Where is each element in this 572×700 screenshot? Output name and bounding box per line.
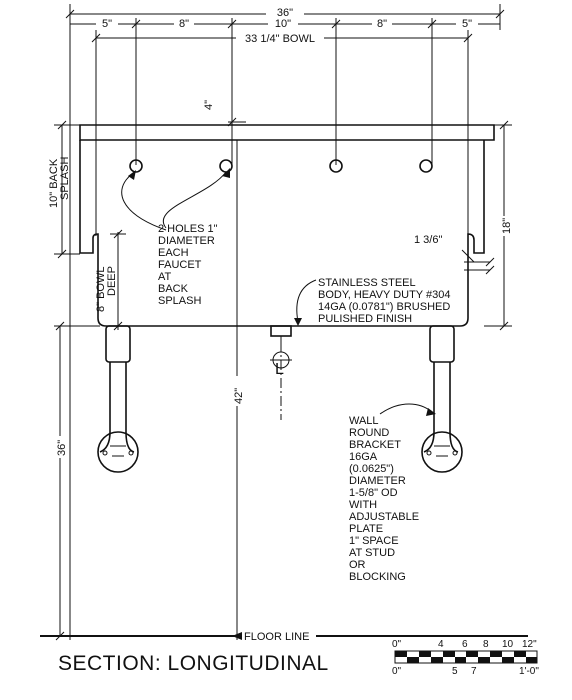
height-42-label: 42" <box>233 388 245 404</box>
bracket-note-line-2: ROUND <box>349 427 389 439</box>
faucet-hole <box>219 159 233 173</box>
faucet-hole <box>129 159 143 173</box>
bracket-note-line-14: BLOCKING <box>349 571 406 583</box>
scale-top-label: 6 <box>462 639 468 650</box>
holes-note-line-3: EACH <box>158 247 189 259</box>
seg-a-label: 5" <box>102 18 112 30</box>
bowl-width-dimension: 33 1/4" BOWL <box>91 30 473 236</box>
back-splash-label-1: 10" BACK <box>48 158 60 208</box>
scale-bottom-label: 1'-0" <box>519 666 539 677</box>
bowl-deep-label-2: DEEP <box>106 266 118 296</box>
bracket-note-line-12: AT STUD <box>349 547 395 559</box>
height-36-dimension: 36" <box>53 321 100 641</box>
seg-d-label: 8" <box>377 18 387 30</box>
bracket-note: WALL ROUND BRACKET 16GA (0.0625") DIAMET… <box>349 403 436 583</box>
seg-e-label: 5" <box>462 18 472 30</box>
height-42-dimension: 42" <box>229 140 245 640</box>
scale-bar: 0" 4 6 8 10 12" 0" 5 7 1'-0" <box>392 639 539 677</box>
bracket-note-line-6: DIAMETER <box>349 475 406 487</box>
bracket-note-line-5: (0.0625") <box>349 463 394 475</box>
steel-note: STAINLESS STEEL BODY, HEAVY DUTY #304 14… <box>294 277 450 326</box>
bracket-note-line-10: PLATE <box>349 523 383 535</box>
faucet-hole <box>419 159 433 173</box>
bracket-note-line-3: BRACKET <box>349 439 401 451</box>
radius-label: 1 3/6" <box>414 234 442 246</box>
scale-bottom-label: 0" <box>392 666 402 677</box>
bracket-note-line-9: ADJUSTABLE <box>349 511 419 523</box>
seg-b-label: 8" <box>179 18 189 30</box>
scale-top-label: 8 <box>483 639 489 650</box>
right-leg <box>421 325 463 473</box>
seg-c-label: 10" <box>275 18 291 30</box>
scale-bottom-label: 7 <box>471 666 477 677</box>
overall-width-label: 36" <box>277 7 293 19</box>
svg-text:L: L <box>275 361 284 378</box>
bracket-note-line-4: 16GA <box>349 451 378 463</box>
rim-label: 4" <box>203 100 215 110</box>
rim-dimension: 4" <box>203 100 246 140</box>
holes-note-line-6: BACK <box>158 283 189 295</box>
scale-top-label: 0" <box>392 639 402 650</box>
faucet-spacing-dimensions: 5" 8" 10" 8" 5" <box>70 17 500 30</box>
floor-line: FLOOR LINE <box>40 629 528 643</box>
scale-top-label: 4 <box>438 639 444 650</box>
steel-note-line-1: STAINLESS STEEL <box>318 277 416 289</box>
sink-body <box>79 124 495 342</box>
overall-width-dimension: 36" <box>65 4 505 30</box>
back-splash-label-2: SPLASH <box>59 157 71 200</box>
bracket-note-line-11: 1" SPACE <box>349 535 399 547</box>
holes-note-line-1: 2 HOLES 1" <box>158 223 218 235</box>
bracket-note-line-13: OR <box>349 559 366 571</box>
holes-note-line-5: AT <box>158 271 172 283</box>
steel-note-line-4: PULISHED FINISH <box>318 313 412 325</box>
steel-note-line-2: BODY, HEAVY DUTY #304 <box>318 289 450 301</box>
bracket-note-line-1: WALL <box>349 415 379 427</box>
scale-bottom-label: 5 <box>452 666 458 677</box>
holes-note: 2 HOLES 1" DIAMETER EACH FAUCET AT BACK … <box>121 168 230 307</box>
scale-top-label: 10 <box>502 639 514 650</box>
scale-top-label: 12" <box>522 639 537 650</box>
bowl-deep-label-1: 8" BOWL <box>95 267 107 312</box>
holes-note-line-7: SPLASH <box>158 295 201 307</box>
holes-note-line-2: DIAMETER <box>158 235 215 247</box>
bowl-width-label: 33 1/4" BOWL <box>245 33 315 45</box>
bowl-deep-dimension: 8" BOWL DEEP <box>95 229 126 331</box>
left-leg <box>97 325 139 473</box>
centerline: L <box>270 342 292 420</box>
floor-line-label: FLOOR LINE <box>244 631 309 643</box>
steel-note-line-3: 14GA (0.0781") BRUSHED <box>318 301 450 313</box>
radius-dimension: 1 3/6" <box>414 234 495 275</box>
height-18-dimension: 18" <box>484 120 513 331</box>
bracket-note-line-7: 1-5/8" OD <box>349 487 398 499</box>
bracket-note-line-8: WITH <box>349 499 377 511</box>
holes-note-line-4: FAUCET <box>158 259 202 271</box>
drawing-title: SECTION: LONGITUDINAL <box>58 652 329 675</box>
faucet-hole <box>329 159 343 173</box>
height-36-label: 36" <box>56 440 68 456</box>
back-splash-dimension: 10" BACK SPLASH <box>48 120 80 259</box>
height-18-label: 18" <box>501 218 513 234</box>
